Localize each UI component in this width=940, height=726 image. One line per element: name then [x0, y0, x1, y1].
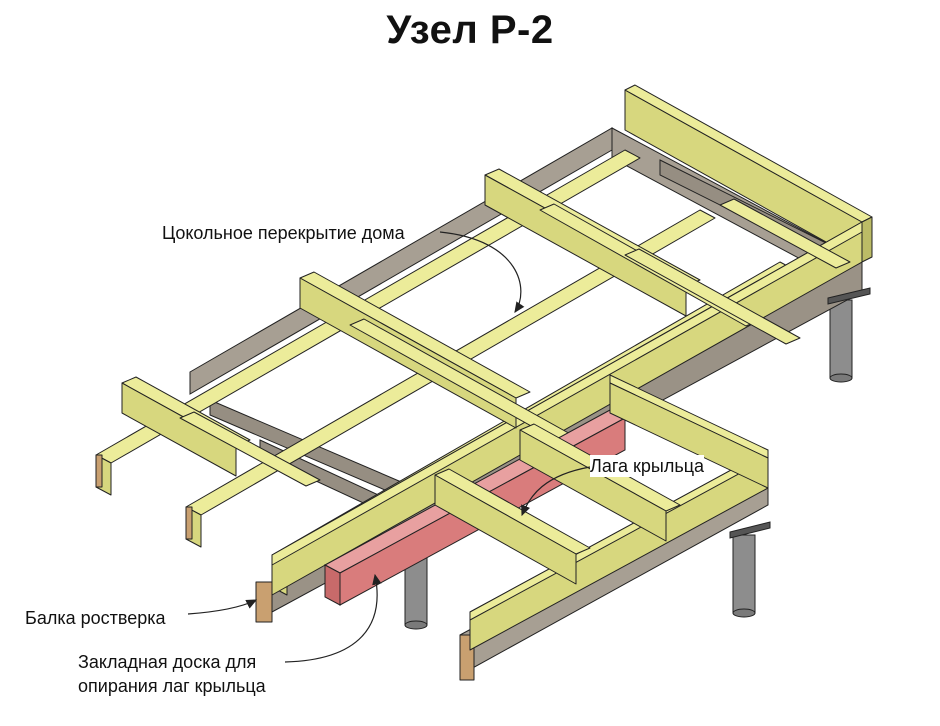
leader-lines — [187, 231, 591, 663]
label-embedded-board-line1: Закладная доска для — [78, 652, 257, 672]
house-floor-frame — [95, 84, 873, 681]
leader-floor — [439, 231, 525, 313]
cross-joist — [624, 248, 801, 345]
leader-porch-joist — [521, 466, 591, 517]
cross-joist — [179, 411, 321, 487]
cross-joist — [719, 198, 851, 269]
pile — [732, 534, 756, 618]
label-embedded-board-line2: опирания лаг крыльца — [78, 676, 266, 696]
cross-joist — [349, 318, 591, 452]
label-porch-joist: Лага крыльца — [590, 455, 705, 477]
pile — [829, 299, 853, 383]
diagram-title: Узел Р-2 — [386, 8, 554, 52]
leader-embedded-board — [284, 573, 382, 663]
leader-grillage-beam — [187, 599, 258, 615]
piles — [404, 299, 853, 630]
cross-joists — [121, 168, 851, 487]
label-floor: Цокольное перекрытие дома — [162, 222, 405, 244]
label-embedded-board: Закладная доска для опирания лаг крыльца — [78, 650, 266, 698]
label-grillage-beam: Балка ростверка — [25, 607, 166, 629]
pile — [404, 554, 428, 630]
